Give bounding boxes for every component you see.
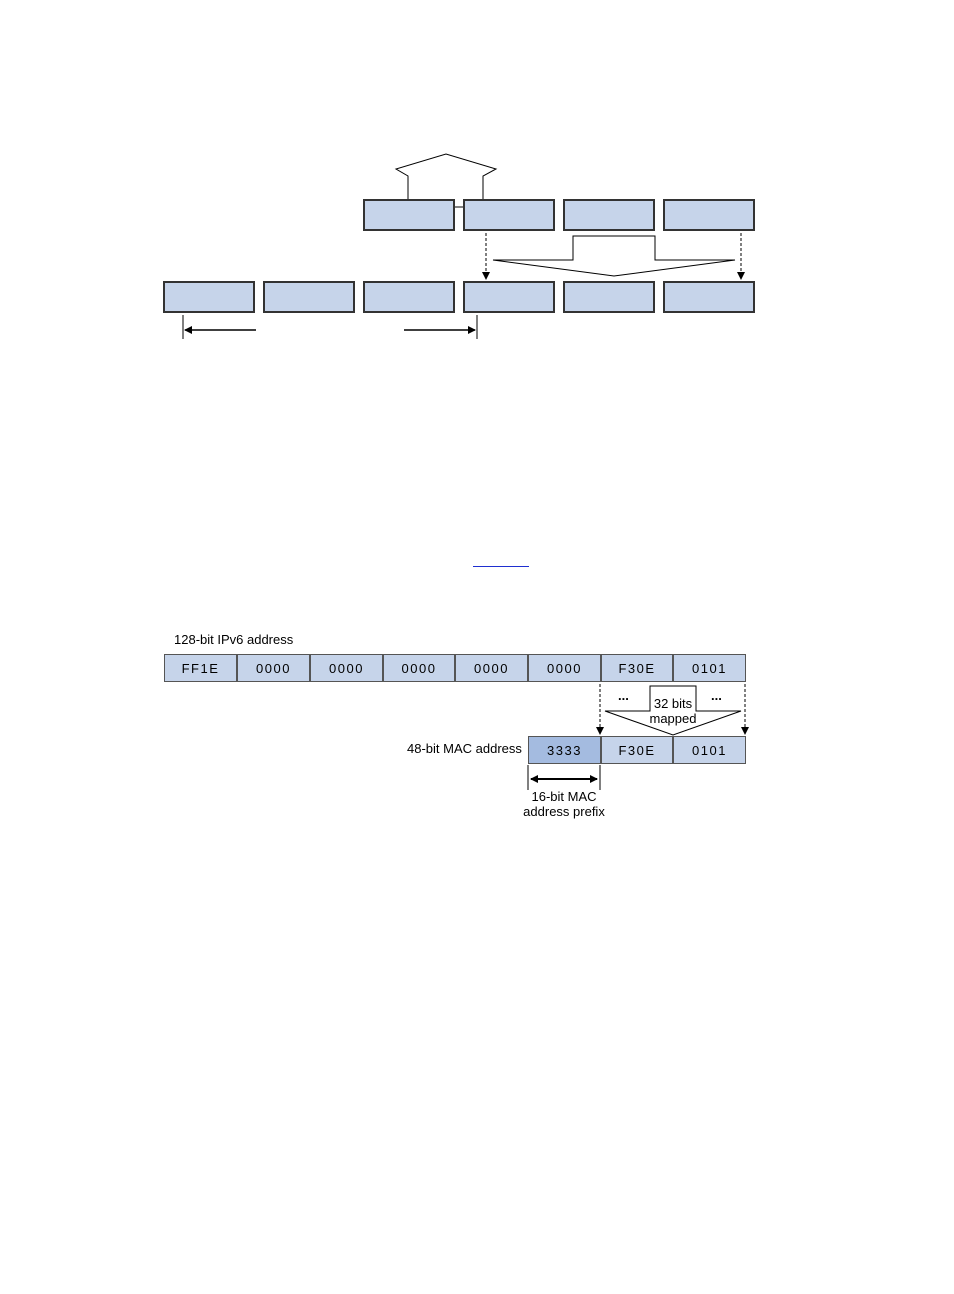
lower-box-6 [663,281,755,313]
figure1-connectors [182,153,745,339]
ipv6-group: 0000 [383,654,455,682]
upper-box-1 [363,199,455,231]
upper-box-2 [463,199,555,231]
ipv6-group: 0000 [237,654,310,682]
prefix-label-line1: 16-bit MAC [531,789,597,804]
mapped-label: 32 bits mapped [641,696,705,726]
ipv6-group: FF1E [164,654,237,682]
ipv6-group: 0000 [528,654,601,682]
mapped-arrow-shape [604,685,742,736]
mapped-label-line1: 32 bits [653,696,693,711]
ipv6-address-label: 128-bit IPv6 address [174,632,294,647]
ipv6-group: 0000 [310,654,383,682]
prefix-label: 16-bit MAC address prefix [509,789,619,819]
prefix-label-line2: address prefix [523,804,605,819]
upper-box-3 [563,199,655,231]
lower-box-4 [463,281,555,313]
lower-box-1 [163,281,255,313]
lower-box-3 [363,281,455,313]
ipv6-group: F30E [601,654,673,682]
lower-box-2 [263,281,355,313]
upper-box-4 [663,199,755,231]
lower-box-5 [563,281,655,313]
up-arrow-shape [394,153,498,199]
mac-group: F30E [601,736,673,764]
ellipsis-right: ... [711,688,722,703]
figure-reference-link[interactable] [473,566,529,567]
mapped-label-line2: mapped [649,711,697,726]
figure2-connectors [527,684,749,790]
mac-group: 0101 [673,736,746,764]
ellipsis-left: ... [618,688,629,703]
ipv6-group: 0000 [455,654,528,682]
down-arrow-shape [492,235,736,277]
mac-address-label: 48-bit MAC address [407,741,522,756]
mac-prefix-group: 3333 [528,736,601,764]
ipv6-group: 0101 [673,654,746,682]
